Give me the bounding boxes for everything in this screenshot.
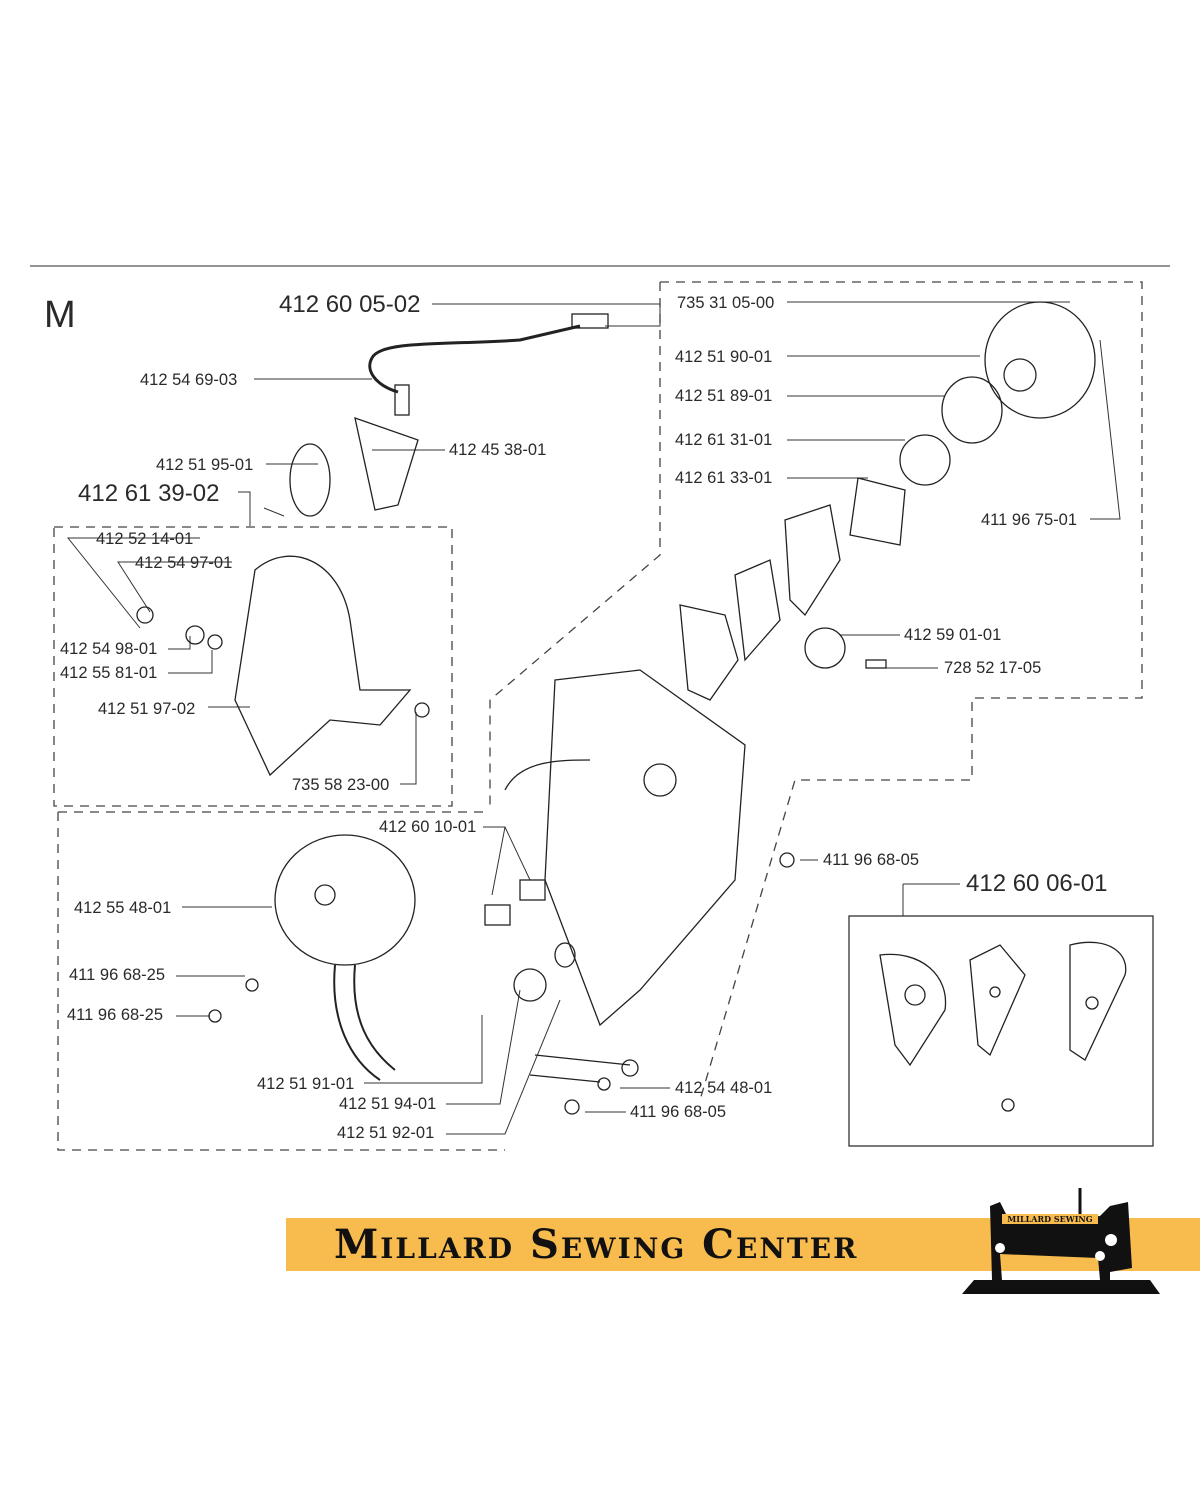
part-label: 412 54 69-03 bbox=[140, 371, 238, 389]
dashed-group-boxes bbox=[53, 281, 1143, 1151]
part-label: 728 52 17-05 bbox=[944, 659, 1042, 677]
brand-title: Millard Sewing Center bbox=[334, 1221, 859, 1268]
part-label: 411 96 75-01 bbox=[981, 511, 1078, 529]
part-label: 411 96 68-05 bbox=[823, 851, 920, 869]
part-label: 735 58 23-00 bbox=[292, 776, 390, 794]
part-label: 412 60 10-01 bbox=[379, 818, 477, 836]
part-outlines bbox=[136, 301, 1127, 1115]
part-label: 735 31 05-00 bbox=[677, 294, 775, 312]
part-label: 412 60 05-02 bbox=[279, 291, 421, 318]
part-label: 412 54 98-01 bbox=[60, 640, 158, 658]
sewing-machine-logo-icon: MILLARD SEWING bbox=[962, 1188, 1160, 1294]
part-label: 412 51 91-01 bbox=[257, 1075, 355, 1093]
part-label: 412 61 39-02 bbox=[78, 480, 220, 507]
part-label: 412 51 97-02 bbox=[98, 700, 196, 718]
part-label: 412 55 81-01 bbox=[60, 664, 158, 682]
part-label: 412 59 01-01 bbox=[904, 626, 1002, 644]
part-label: 412 60 06-01 bbox=[966, 870, 1108, 897]
leader-lines bbox=[66, 301, 1121, 1135]
part-label: 412 51 92-01 bbox=[337, 1124, 435, 1142]
logo-text: MILLARD SEWING bbox=[1007, 1214, 1092, 1224]
part-label: 412 54 48-01 bbox=[675, 1079, 773, 1097]
kit-box bbox=[848, 915, 1154, 1147]
part-label: 412 45 38-01 bbox=[449, 441, 547, 459]
part-label: 412 51 89-01 bbox=[675, 387, 773, 405]
part-label: 411 96 68-05 bbox=[630, 1103, 727, 1121]
part-label: 412 61 31-01 bbox=[675, 431, 773, 449]
part-label: 411 96 68-25 bbox=[67, 1006, 164, 1024]
part-label: 412 52 14-01 bbox=[96, 530, 194, 548]
section-letter: M bbox=[44, 294, 76, 336]
part-label: 412 55 48-01 bbox=[74, 899, 172, 917]
part-label: 412 61 33-01 bbox=[675, 469, 773, 487]
part-label: 412 51 95-01 bbox=[156, 456, 254, 474]
part-label: 412 54 97-01 bbox=[135, 554, 233, 572]
part-label: 412 51 94-01 bbox=[339, 1095, 437, 1113]
part-label: 411 96 68-25 bbox=[69, 966, 166, 984]
part-label: 412 51 90-01 bbox=[675, 348, 773, 366]
